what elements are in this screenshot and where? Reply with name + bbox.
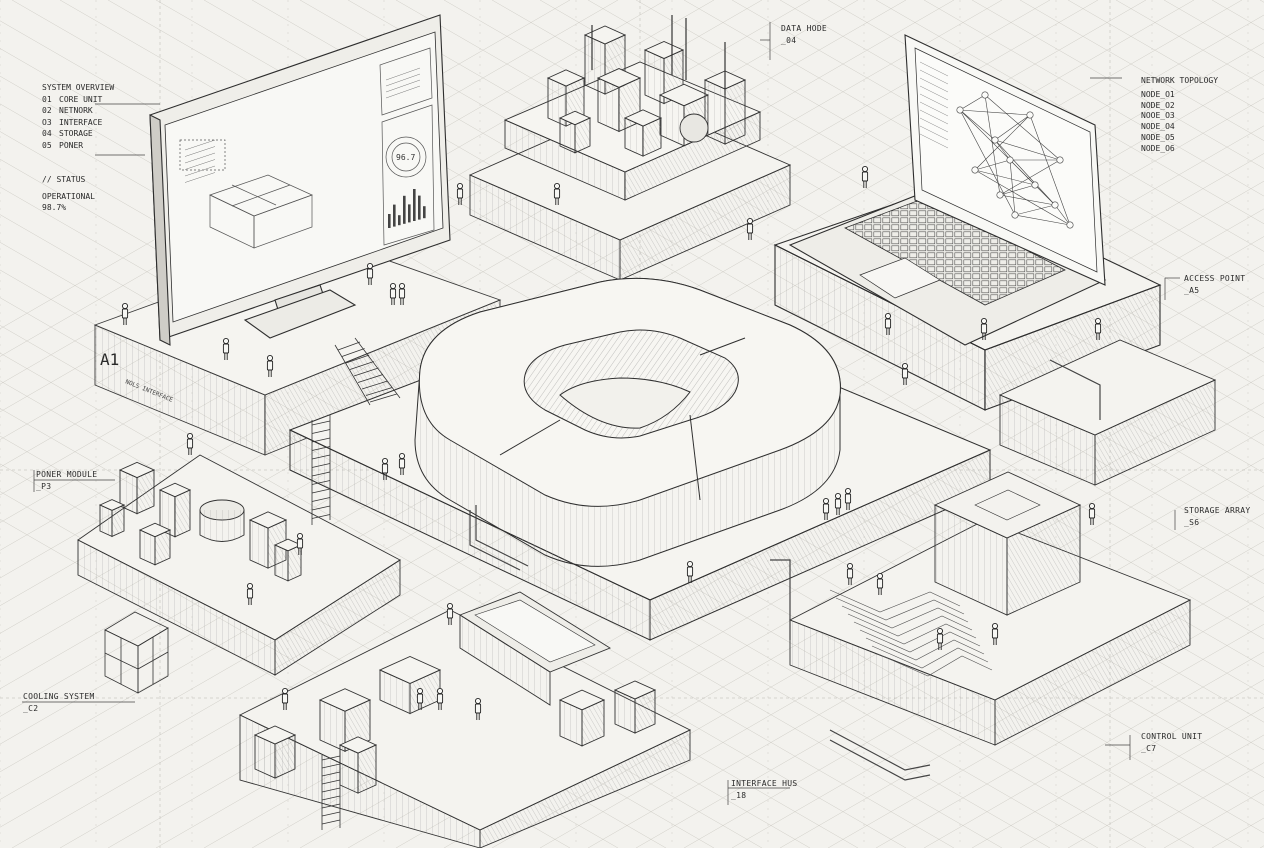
callout-name: COOLING SYSTEM — [23, 692, 95, 701]
interface-hub-platform — [238, 591, 692, 848]
topology-node: NODE_O4 — [1141, 122, 1175, 132]
callout-leaders — [22, 22, 1180, 805]
callout-data-node: DATA HODE _04 — [781, 23, 827, 46]
overview-item-num: 05 — [42, 140, 52, 150]
overview-item-interface: O3 INTERFACE — [42, 117, 114, 129]
status-label: OPERATIONAL — [42, 191, 95, 201]
callout-name: DATA HODE — [781, 24, 828, 33]
callout-code: _A5 — [1184, 285, 1200, 295]
topology-node: NODE_O2 — [1141, 100, 1175, 110]
overview-item-label: NETNORK — [59, 106, 93, 116]
pipes — [469, 359, 1101, 781]
topology-node: NODE_O6 — [1141, 143, 1175, 153]
callout-code: _C7 — [1141, 743, 1157, 753]
callout-code: _S6 — [1184, 517, 1200, 527]
access-point-platform — [998, 339, 1217, 486]
status-panel: // STATUS OPERATIONAL 98.7% — [42, 174, 95, 214]
status-header: // STATUS — [42, 175, 86, 184]
gauge-readout: 96.7 — [396, 153, 415, 162]
overview-item-num: O3 — [42, 117, 52, 127]
callout-name: ACCESS POINT — [1184, 274, 1246, 283]
overview-item-power: 05 PONER — [42, 140, 114, 152]
stairs — [311, 337, 401, 830]
callout-cooling-system: COOLING SYSTEM _C2 — [23, 691, 95, 714]
callout-name: PONER MODULE — [36, 470, 98, 479]
callout-code: _18 — [731, 790, 747, 800]
overview-item-label: INTERFACE — [59, 117, 103, 127]
central-core — [288, 277, 992, 641]
overview-item-num: 01 — [42, 94, 52, 104]
overview-item-core: 01 CORE UNIT — [42, 94, 114, 106]
people — [121, 165, 1102, 720]
network-topology-panel: NETWORK TOPOLOGY NODE_O1 NODE_O2 NOOE_O3… — [1141, 76, 1218, 155]
callout-name: CONTROL UNIT — [1141, 732, 1203, 741]
callout-code: _C2 — [23, 703, 39, 713]
callout-code: _P3 — [36, 481, 52, 491]
system-overview-panel: SYSTEM OVERVIEW 01 CORE UNIT 02 NETNORK O3… — [42, 82, 114, 152]
data-node-tower — [468, 15, 792, 281]
storage-control-platform — [788, 471, 1192, 746]
overview-item-label: PONER — [59, 140, 84, 150]
callout-control-unit: CONTROL UNIT _C7 — [1141, 731, 1202, 754]
status-value: 98.7% — [42, 203, 67, 213]
callout-name: STORAGE ARRAY — [1184, 506, 1251, 515]
overview-item-num: 02 — [42, 106, 52, 116]
callout-power-module: PONER MODULE _P3 — [36, 469, 97, 492]
overview-item-label: STORAGE — [59, 129, 93, 139]
callout-storage-array: STORAGE ARRAY _S6 — [1184, 505, 1251, 528]
overview-item-num: 04 — [42, 129, 52, 139]
overview-item-label: CORE UNIT — [59, 94, 103, 104]
laptop — [773, 34, 1162, 411]
system-overview-title: SYSTEM OVERVIEW — [42, 83, 115, 92]
overview-item-storage: 04 STORAGE — [42, 128, 114, 140]
cooling-cube — [104, 611, 169, 694]
callout-interface-hub: INTERFACE HUS _18 — [731, 778, 798, 801]
topology-node: NODE_O1 — [1141, 89, 1175, 99]
large-monitor: 96.7 — [149, 14, 451, 346]
topology-node: NODE_O5 — [1141, 132, 1175, 142]
callout-code: _04 — [781, 35, 797, 45]
overview-item-network: 02 NETNORK — [42, 105, 114, 117]
power-module-platform — [77, 454, 401, 676]
callout-access-point: ACCESS POINT _A5 — [1184, 273, 1245, 296]
callout-name: INTERFACE HUS — [731, 779, 798, 788]
network-topology-title: NETWORK TOPOLOGY — [1141, 76, 1219, 85]
topology-node: NOOE_O3 — [1141, 111, 1175, 121]
zone-id: A1 — [100, 350, 119, 369]
